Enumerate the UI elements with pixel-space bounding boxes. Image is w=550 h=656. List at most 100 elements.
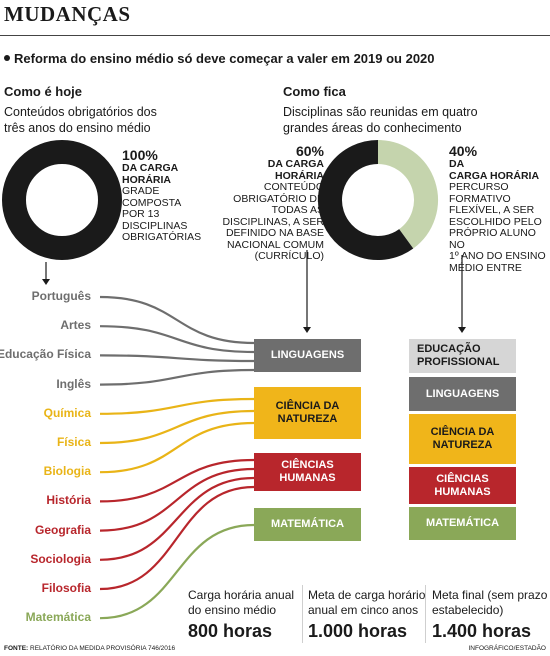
connector-curve-6 <box>99 409 255 445</box>
fica-right-caption-line-8: 1º ANO DO ENSINO <box>449 250 546 262</box>
fica-desc-line2: grandes áreas do conhecimento <box>283 121 462 135</box>
subtitle: Reforma do ensino médio só deve começar … <box>4 51 435 66</box>
stat-final-line2: estabelecido) <box>432 603 504 617</box>
connector-curves <box>99 295 255 620</box>
donut-hoje-ring <box>2 140 122 260</box>
donut-fica-fixed-slice <box>318 140 414 260</box>
arrows <box>42 250 466 333</box>
fica-right-caption-line-3: PERCURSO <box>449 181 509 193</box>
area-matematica-label: MATEMÁTICA <box>270 518 345 530</box>
fica-right-caption-line-1: DA <box>449 158 465 170</box>
subject-label-6: Física <box>56 435 91 449</box>
subject-label-7: Biologia <box>43 464 91 479</box>
hoje-arrow-head <box>42 279 50 285</box>
stats-divider-1 <box>302 585 303 643</box>
subject-label-4: Inglês <box>56 376 91 391</box>
area-linguagens-label: LINGUAGENS <box>270 349 345 361</box>
stat-five-year-value: 1.000 horas <box>308 621 408 641</box>
stat-five-year-line2: anual em cinco anos <box>308 603 419 617</box>
area-natureza-line1: CIÊNCIA DA <box>275 400 340 412</box>
option-edu-line2: PROFISSIONAL <box>417 356 500 368</box>
fica-right-caption-line-5: FLEXÍVEL, A SER <box>449 204 535 216</box>
fica-left-caption-line-4: OBRIGATÓRIO DE <box>233 192 324 205</box>
connector-curve-4 <box>99 368 255 386</box>
fica-right-caption-line-7: PRÓPRIO ALUNO NO <box>449 227 536 251</box>
fica-right-arrow-head <box>458 327 466 333</box>
connector-curve-9 <box>99 467 255 532</box>
connector-curve-7 <box>99 421 255 474</box>
fica-desc-line1: Disciplinas são reunidas em quatro <box>283 105 478 119</box>
connector-curve-2 <box>99 325 255 354</box>
connector-curve-5 <box>99 397 255 415</box>
fica-left-caption-line-7: DEFINIDO NA BASE <box>225 227 324 239</box>
stat-current-line1: Carga horária anual <box>188 588 295 602</box>
option-linguagens-label: LINGUAGENS <box>425 387 500 400</box>
page-title: MUDANÇAS <box>4 2 131 26</box>
subject-label-3: Educação Física <box>0 347 91 362</box>
option-humanas-line2: HUMANAS <box>434 485 491 498</box>
subject-label-2: Artes <box>60 318 91 333</box>
hoje-caption-line-1: DA CARGA <box>122 162 179 174</box>
stat-current-line2: do ensino médio <box>188 603 277 617</box>
fica-right-caption-line-4: FORMATIVO <box>449 192 511 205</box>
title-divider <box>0 35 550 36</box>
donut-fica-flex-slice <box>377 140 438 249</box>
option-natureza-line1: CIÊNCIA DA <box>430 426 495 438</box>
fica-left-caption-line-9: (CURRÍCULO) <box>254 250 324 262</box>
fica-left-caption-line-6: DISCIPLINAS, A SER <box>222 215 324 228</box>
subject-label-11: Filosofia <box>41 581 91 595</box>
connector-curve-8 <box>99 458 255 503</box>
fica-left-caption-line-8: NACIONAL COMUM <box>226 238 324 251</box>
subject-label-8: História <box>46 493 91 508</box>
area-linguagens: LINGUAGENS <box>254 339 361 372</box>
fica-left-caption-line-2: HORÁRIA <box>275 169 324 182</box>
stats-divider-2 <box>425 585 426 643</box>
bullet-icon <box>4 55 10 61</box>
stat-five-year: Meta de carga horário anual em cinco ano… <box>308 588 425 642</box>
option-linguagens: LINGUAGENS <box>409 377 516 411</box>
footer-credit: INFOGRÁFICO/ESTADÃO <box>468 645 546 652</box>
fica-heading: Como fica <box>283 84 346 99</box>
fica-left-caption-line-1: DA CARGA <box>267 158 324 170</box>
footer-source-label: FONTE: <box>4 645 29 652</box>
area-natureza-line2: NATUREZA <box>277 413 338 425</box>
fica-left-caption-line-5: TODAS AS <box>271 204 324 216</box>
fica-right-caption-line-2: CARGA HORÁRIA <box>449 169 540 182</box>
option-natureza-line2: NATUREZA <box>432 439 493 451</box>
connector-curve-1 <box>99 295 255 345</box>
fica-description: Disciplinas são reunidas em quatro grand… <box>283 104 478 136</box>
subject-label-12: Matemática <box>25 610 91 625</box>
fica-right-pct: 40% <box>449 143 478 159</box>
hoje-heading: Como é hoje <box>4 84 83 99</box>
subject-label-5: Química <box>43 405 91 420</box>
fica-right-caption-line-6: ESCOLHIDO PELO <box>449 215 542 228</box>
connector-curve-12 <box>99 523 255 620</box>
fica-left-pct: 60% <box>295 143 324 159</box>
area-matematica: MATEMÁTICA <box>254 508 361 541</box>
hoje-caption-line-7: OBRIGATÓRIAS <box>122 231 202 243</box>
hoje-description: Conteúdos obrigatórios dos três anos do … <box>4 104 157 136</box>
subject-label-1: Português <box>31 289 91 303</box>
fica-right-caption-line-9: MÉDIO ENTRE <box>449 261 522 274</box>
hoje-caption-line-2: HORÁRIA <box>122 173 171 186</box>
fica-left-caption-line-3: CONTEÚDO <box>263 181 324 193</box>
option-matematica: MATEMÁTICA <box>409 507 516 540</box>
area-humanas-line2: HUMANAS <box>279 472 336 484</box>
area-humanas-line1: CIÊNCIAS <box>281 459 334 471</box>
hoje-desc-line2: três anos do ensino médio <box>4 121 151 135</box>
fica-left-arrow-head <box>303 327 311 333</box>
hoje-caption-line-3: GRADE <box>122 185 160 197</box>
footer-source-text: RELATÓRIO DA MEDIDA PROVISÓRIA 746/2016 <box>30 645 176 652</box>
stat-current: Carga horária anual do ensino médio 800 … <box>188 588 294 642</box>
